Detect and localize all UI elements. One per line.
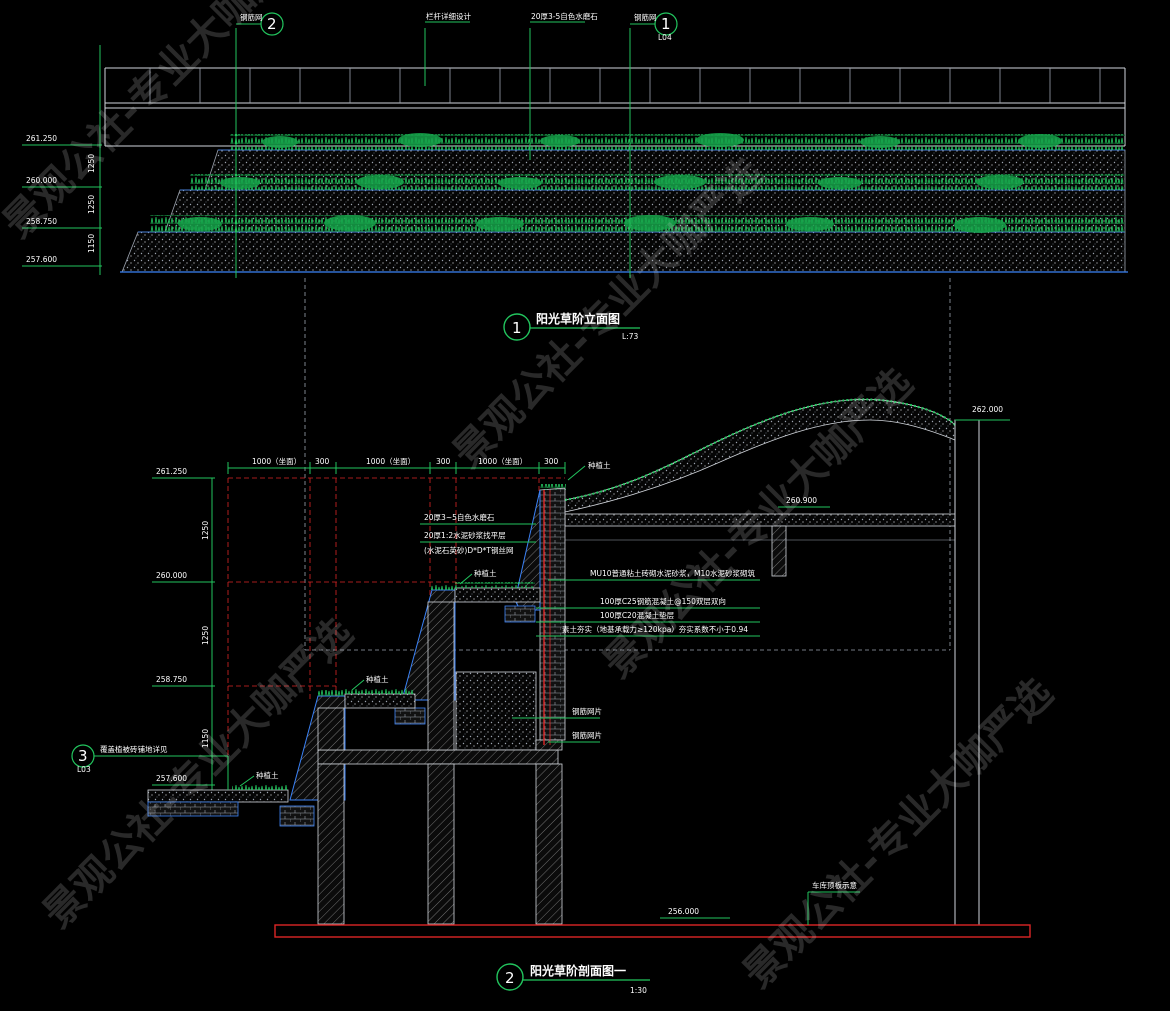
soil-label-3: 种植土 [366,674,389,684]
soil-label-4: 种植土 [256,770,279,780]
elev-dim-2: 1250 [87,195,96,214]
note-2: 20厚1:2水泥砂浆找平层 [424,530,506,540]
sec-dim-1: 1250 [201,521,210,540]
svg-text:L04: L04 [658,33,672,42]
svg-text:3: 3 [78,747,88,765]
wall-label-2: 钢筋网片 [572,730,602,740]
planting-strips [150,133,1125,233]
elev-dim-1: 1250 [87,154,96,173]
note-3: (水泥石英砂)D*D*T钢丝网 [424,545,513,555]
left-callout-3: 3 L03 覆盖植被砖铺地详见 [71,744,229,790]
svg-text:2: 2 [505,969,515,987]
section-scale: 1:30 [630,986,647,995]
elevation-callout-1: 1 L04 钢筋网 [630,12,678,42]
elevation-title-block: 1 阳光草阶立面图 L:73 [503,311,640,341]
projection-lines [304,278,951,651]
sec-level-260000: 260.000 [156,571,187,580]
svg-text:1: 1 [512,319,522,337]
top-dim-1: 1000（坐面） [252,457,301,466]
elevation-level-scale [22,45,102,275]
elev-dim-3: 1150 [87,234,96,253]
note-7: 素土夯实（地基承载力≥120kpa）夯实系数不小于0.94 [562,624,748,634]
section-title: 阳光草阶剖面图一 [530,963,626,978]
soil-label-1: 种植土 [588,460,611,470]
elevation-callout-2: 2 钢筋网 [236,12,284,36]
note-4: MU10普通粘土砖砌水泥砂浆，M10水泥砂浆砌筑 [590,568,756,578]
elevation-scale: L:73 [622,332,638,341]
svg-text:钢筋网: 钢筋网 [634,12,657,22]
elev-level-261250: 261.250 [26,134,57,143]
top-dim-3: 1000（坐面） [366,457,415,466]
elev-note-terrazzo: 20厚3-5自色水磨石 [531,11,598,21]
svg-text:L03: L03 [77,765,91,774]
left-callout-text: 覆盖植被砖铺地详见 [100,744,168,754]
sec-level-258750: 258.750 [156,675,187,684]
top-dim-6: 300 [544,457,559,466]
top-dim-5: 1000（坐面） [478,457,527,466]
sec-level-257600: 257.600 [156,774,187,783]
section-drawing: 261.250 260.000 258.750 257.600 1250 125… [71,398,1031,995]
elevation-drawing: 261.250 260.000 258.750 257.600 1250 125… [22,11,1128,341]
svg-text:钢筋网: 钢筋网 [240,12,263,22]
top-dim-2: 300 [315,457,330,466]
elev-level-260000: 260.000 [26,176,57,185]
reference-grid [227,477,565,785]
note-6: 100厚C20混凝土垫层 [600,610,675,620]
terrace-steps [147,484,566,925]
note-1: 20厚3~5自色水磨石 [424,512,495,522]
elevation-title: 阳光草阶立面图 [536,311,620,326]
section-notes: 20厚3~5自色水磨石 20厚1:2水泥砂浆找平层 (水泥石英砂)D*D*T钢丝… [420,512,760,743]
svg-text:1: 1 [661,15,671,33]
bottom-note: 车库顶板示意 [812,880,857,890]
bottom-level-256: 256.000 [668,907,699,916]
top-dimension-chain [227,462,566,474]
note-5: 100厚C25钢筋混凝土@150双层双向 [600,596,726,606]
section-level-scale [152,477,215,800]
sec-dim-2: 1250 [201,626,210,645]
car-park-slab [274,924,1031,938]
sec-dim-3: 1150 [201,729,210,748]
svg-text:2: 2 [267,15,277,33]
wall-label-1: 钢筋网片 [572,706,602,716]
section-title-block: 2 阳光草阶剖面图一 1:30 [496,963,650,995]
elev-level-258750: 258.750 [26,217,57,226]
svg-text:景观公社-专业大咖严选: 景观公社-专业大咖严选 [735,670,1062,997]
right-level-262: 262.000 [972,405,1003,414]
elev-level-257600: 257.600 [26,255,57,264]
elev-note-railing: 栏杆详细设计 [426,11,471,21]
soil-label-2: 种植土 [474,568,497,578]
top-dim-4: 300 [436,457,451,466]
section-cut-lines [235,28,631,278]
right-column [954,419,980,926]
sec-level-261250: 261.250 [156,467,187,476]
right-level-260900: 260.900 [786,496,817,505]
